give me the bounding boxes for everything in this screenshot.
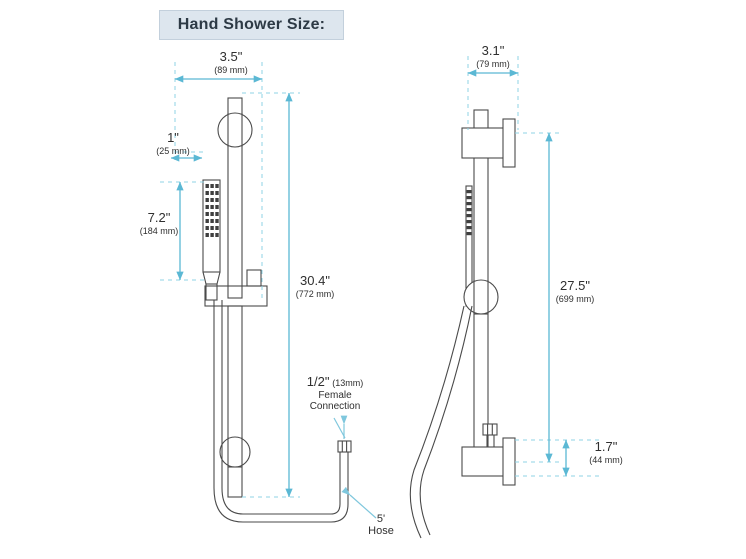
page-title-banner: Hand Shower Size: — [159, 10, 344, 40]
dimension-label-overall-height: 30.4" (772 mm) — [281, 273, 349, 299]
dimension-metric: (184 mm) — [139, 225, 179, 236]
dimension-metric: (25 mm) — [156, 145, 190, 156]
dimension-metric: (772 mm) — [295, 288, 335, 299]
dimension-label-handshower-length: 7.2" (184 mm) — [127, 210, 191, 236]
dimension-label-bracket-offset: 1" (25 mm) — [145, 130, 201, 156]
dimension-value: 3.1" — [481, 43, 505, 58]
dimension-value: 3.5" — [219, 49, 243, 64]
annotation-line-2: Female — [318, 389, 352, 401]
annotation-hose: 5' Hose — [360, 513, 402, 538]
annotation-line-3: Connection — [309, 400, 361, 412]
dimension-label-side-depth: 3.1" (79 mm) — [461, 43, 525, 69]
dimension-metric: (699 mm) — [555, 293, 595, 304]
annotation-line-2: Hose — [368, 525, 394, 538]
side-view-spray-grid — [466, 190, 472, 236]
front-view-dimension-lines — [170, 75, 293, 498]
dimension-label-front-width: 3.5" (89 mm) — [196, 49, 266, 75]
dimension-value: 1.7" — [594, 439, 618, 454]
dimension-value: 7.2" — [147, 210, 171, 225]
annotation-line-1: 1/2" (13mm) — [285, 374, 385, 390]
side-view-dimension-lines — [467, 69, 570, 477]
annotation-metric: (13mm) — [332, 378, 364, 388]
dimension-metric: (79 mm) — [476, 58, 510, 69]
front-view-drawing — [202, 97, 352, 523]
front-view-leader-lines — [333, 415, 377, 519]
side-view-extension-lines — [467, 56, 600, 477]
dimension-label-mount-spacing: 27.5" (699 mm) — [540, 278, 610, 304]
page-title: Hand Shower Size: — [177, 16, 326, 33]
dimension-value: 30.4" — [300, 273, 330, 288]
annotation-female-connection: 1/2" (13mm) Female Connection — [285, 374, 385, 412]
dimension-metric: (89 mm) — [214, 64, 248, 75]
dimension-label-lower-mount-height: 1.7" (44 mm) — [575, 439, 637, 465]
annotation-line-1: 5' — [376, 513, 386, 525]
spray-hole-grid — [205, 184, 219, 237]
dimension-metric: (44 mm) — [589, 454, 623, 465]
side-view-drawing — [409, 109, 516, 539]
annotation-value: 1/2" — [306, 374, 330, 389]
dimension-value: 1" — [167, 130, 179, 145]
dimension-value: 27.5" — [560, 278, 590, 293]
